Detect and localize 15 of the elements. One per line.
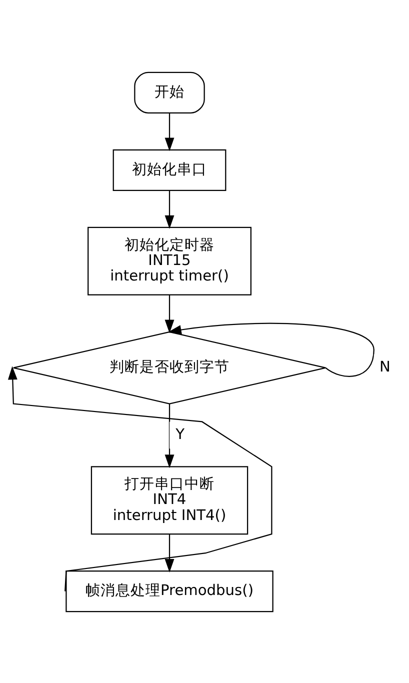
arrow (164, 294, 174, 333)
node-box: 初始化定时器 INT15 interrupt timer() (88, 226, 252, 295)
edge-label: N (380, 358, 390, 376)
arrow (164, 190, 174, 228)
arrow (168, 322, 374, 376)
arrow (164, 403, 174, 468)
edge-label: Y (176, 426, 185, 443)
arrow (164, 112, 174, 151)
node-box: 帧消息处理Premodbus() (66, 570, 274, 612)
arrow (8, 366, 272, 591)
node-box: 初始化串口 (112, 148, 226, 190)
arrow (164, 534, 174, 572)
node-box: 打开串口中断 INT4 interrupt INT4() (90, 466, 248, 534)
node-diamond: 判断是否收到字节 (12, 330, 326, 404)
node-box: 开始 (134, 71, 205, 113)
